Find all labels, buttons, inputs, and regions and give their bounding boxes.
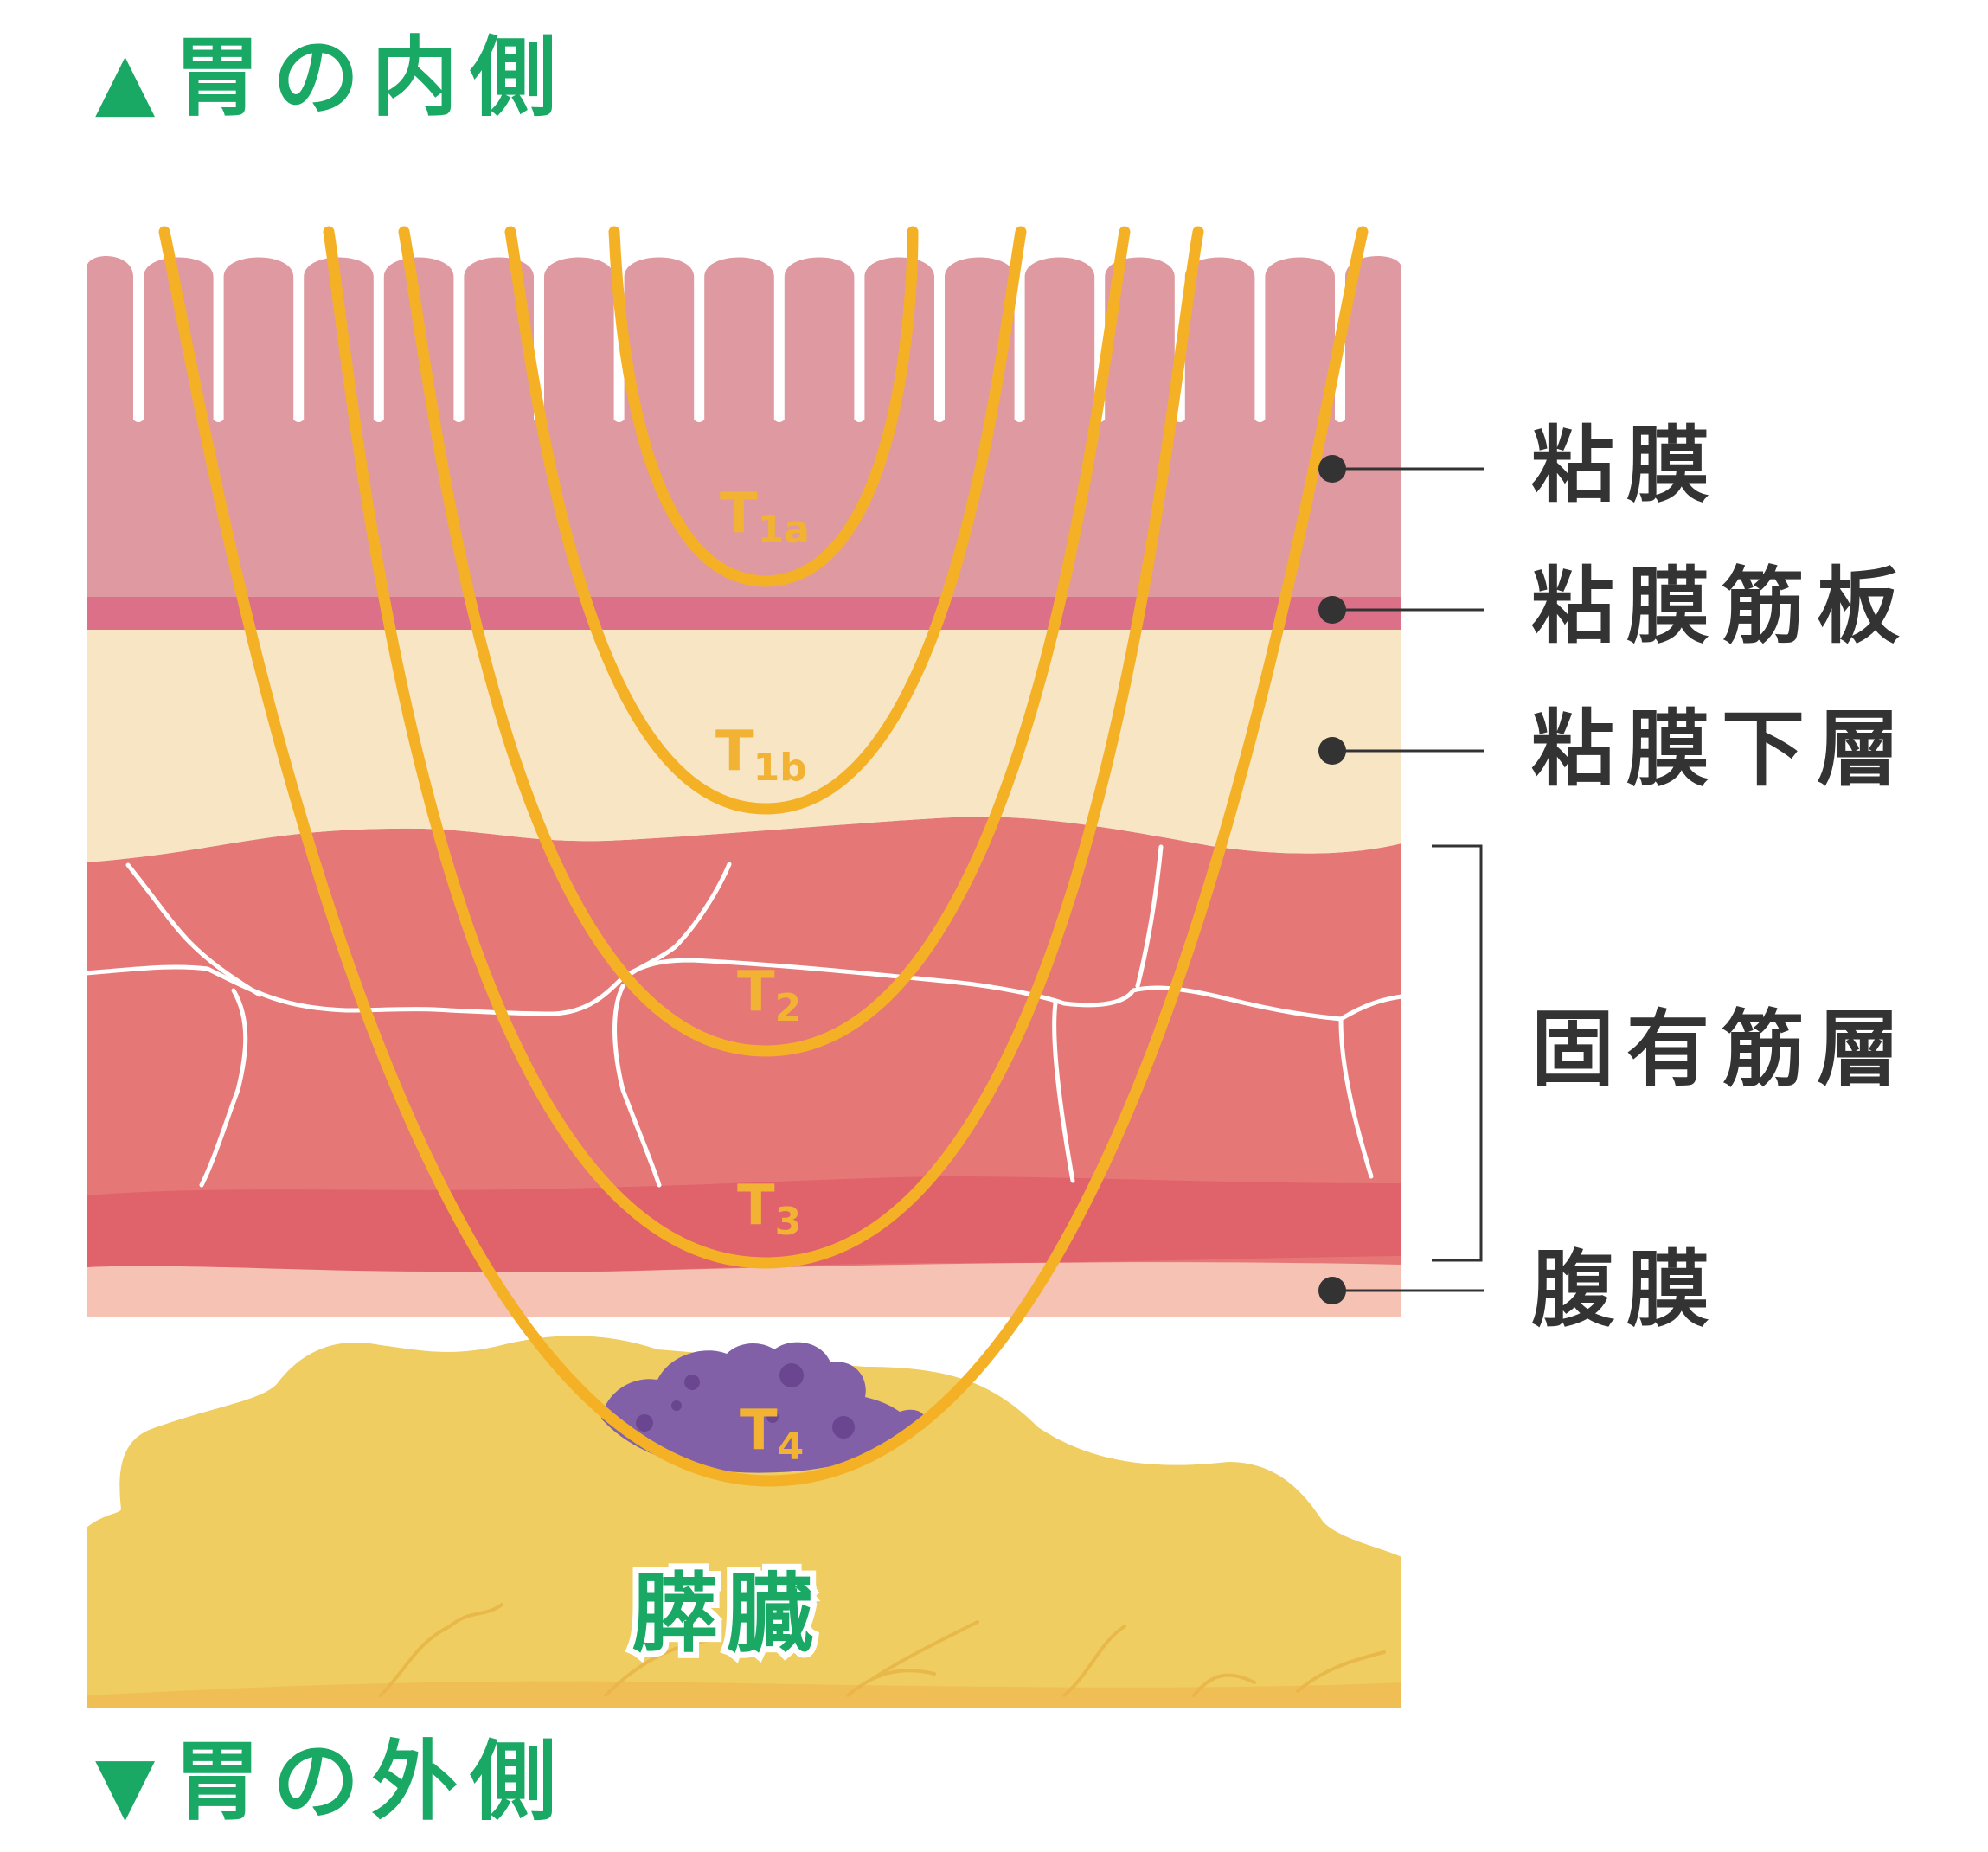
pancreas [87, 1336, 1401, 1708]
heading-stomach-inside: ▲胃の内側 [95, 35, 568, 121]
leader-dot-muscularis-mucosae [1318, 596, 1346, 624]
curve-t3 [323, 226, 1204, 1269]
leader-dot-serosa [1318, 1277, 1346, 1304]
stage-label-t2: T2 [737, 960, 801, 1030]
curve-t1a [608, 226, 919, 587]
curve-t2 [398, 226, 1131, 1057]
stage-label-t3: T3 [737, 1174, 801, 1244]
leader-dot-mucosa [1318, 455, 1346, 483]
curve-t1b [504, 226, 1027, 815]
muscularis-bracket [1432, 844, 1483, 1262]
up-arrow-icon: ▲ [95, 35, 168, 126]
tumor [601, 1342, 927, 1473]
stage-label-t4: T4 [740, 1399, 804, 1469]
label-submucosa: 粘膜下層 [1531, 701, 1912, 798]
curve-t4 [158, 226, 1369, 1487]
label-serosa: 腹膜 [1531, 1241, 1722, 1338]
submucosa-layer [87, 627, 1401, 862]
heading-outside-label: 胃の外側 [174, 1731, 569, 1832]
stage-label-t1b: T1b [715, 720, 807, 790]
down-arrow-icon: ▼ [95, 1740, 168, 1830]
stage-label-t1a: T1a [720, 482, 810, 552]
heading-inside-label: 胃の内側 [174, 27, 569, 128]
leader-lines [1318, 455, 1484, 1304]
leader-dot-submucosa [1318, 737, 1346, 765]
pancreas-label: 膵臓 [632, 1563, 822, 1664]
depth-curves [158, 226, 1369, 1487]
label-mucosa: 粘膜 [1531, 417, 1722, 514]
mucosa-layer [87, 256, 1401, 597]
label-muscularis-mucosae: 粘膜筋板 [1531, 558, 1912, 655]
heading-stomach-outside: ▼胃の外側 [95, 1739, 568, 1825]
label-muscularis-propria: 固有筋層 [1531, 1001, 1912, 1098]
serosa-layer [87, 1259, 1401, 1317]
